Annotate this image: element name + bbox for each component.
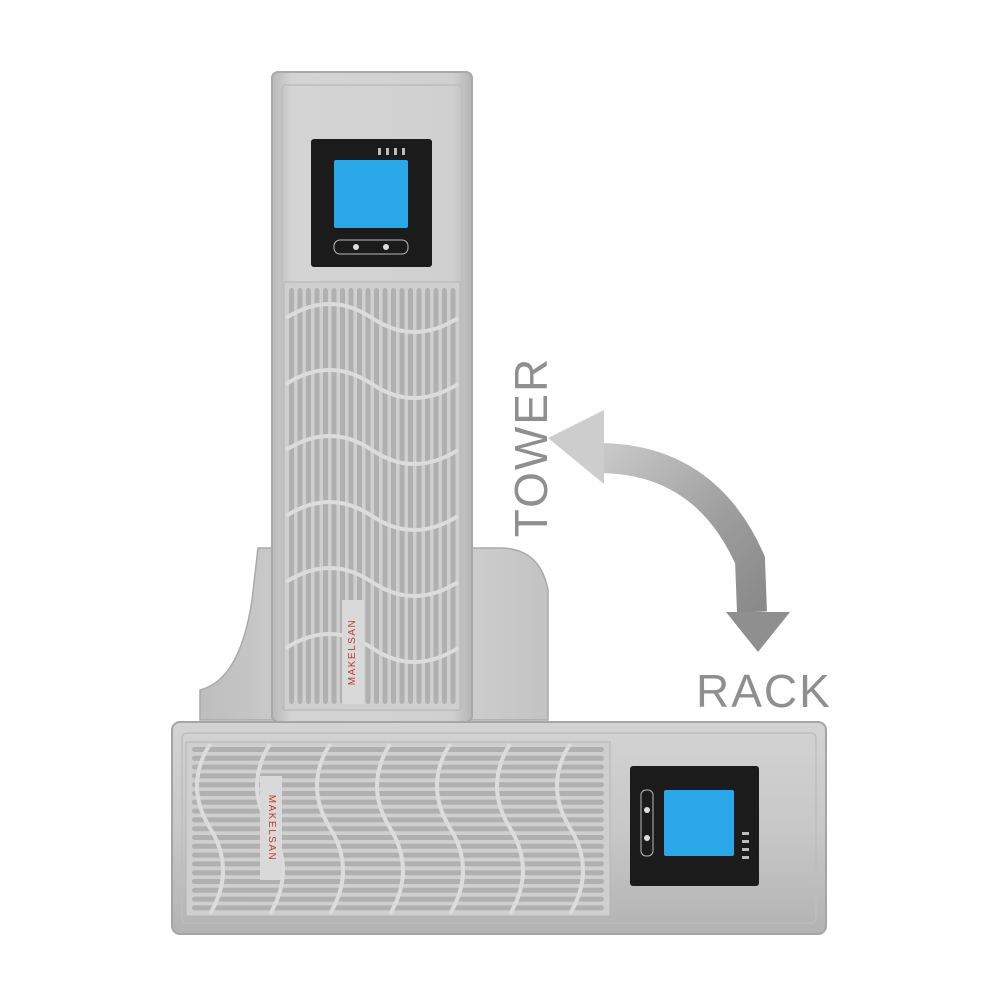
vent-slot [399,288,405,704]
tower-on-button[interactable] [353,244,359,250]
tower-brand-text: MAKELSAN [347,619,358,685]
rack-brand-text: MAKELSAN [266,795,277,861]
vent-wave [555,742,585,916]
vent-wave [284,368,460,400]
vent-wave [495,742,525,916]
tower-lcd-screen [334,160,408,228]
vent-slot [425,288,430,704]
rack-vent-grille [185,741,611,917]
vent-slot [192,747,604,752]
tower-brand-label: MAKELSAN [342,600,364,704]
rack-orientation-label: RACK [696,665,832,717]
vent-slot [192,791,604,796]
rack-ups-unit: MAKELSAN [171,721,827,935]
vent-wave [375,742,405,916]
vent-slot [192,817,604,823]
vent-slot [192,887,604,893]
rack-control-panel [630,766,759,886]
tower-off-button[interactable] [383,244,389,250]
vent-slot [382,288,388,704]
vent-slot [306,288,311,704]
rack-off-button[interactable] [644,835,650,841]
vent-slot [192,905,604,911]
arrow-head-up [548,410,604,484]
vent-slot [192,782,604,788]
vent-wave [284,500,460,532]
vent-slot [192,879,604,884]
vent-slot [192,835,604,840]
vent-slot [391,288,396,704]
tower-control-panel [311,139,432,267]
vent-slot [323,288,328,704]
vent-slot [192,861,604,867]
vent-wave [284,632,460,664]
vent-wave [284,434,460,466]
vent-slot [192,764,604,770]
rack-brand-label: MAKELSAN [260,776,282,880]
tower-ups-unit: MAKELSAN [271,71,473,723]
vent-slot [192,852,604,858]
tower-orientation-label: TOWER [505,356,557,538]
vent-wave [284,566,460,598]
rack-on-button[interactable] [644,807,650,813]
vent-wave [435,742,465,916]
vent-slot [192,755,604,761]
arrow-head-down [726,612,790,652]
vent-slot [442,288,447,704]
vent-slot [365,288,371,704]
rotate-arrow [548,410,790,652]
vent-slot [416,288,422,704]
vent-slot [374,288,379,704]
tower-vent-grille [283,281,461,711]
vent-slot [450,288,456,704]
vent-slot [408,288,413,704]
vent-wave [284,302,460,334]
vent-wave [315,742,345,916]
vent-slot [192,870,604,876]
vent-slot [433,288,439,704]
vent-slot [314,288,320,704]
vent-slot [192,826,604,832]
vent-slot [297,288,303,704]
vent-slot [192,799,604,805]
vent-slot [289,288,294,704]
vent-wave [195,742,225,916]
vent-slot [192,773,604,779]
rack-lcd-screen [664,790,734,856]
vent-slot [192,808,604,814]
vent-slot [331,288,337,704]
